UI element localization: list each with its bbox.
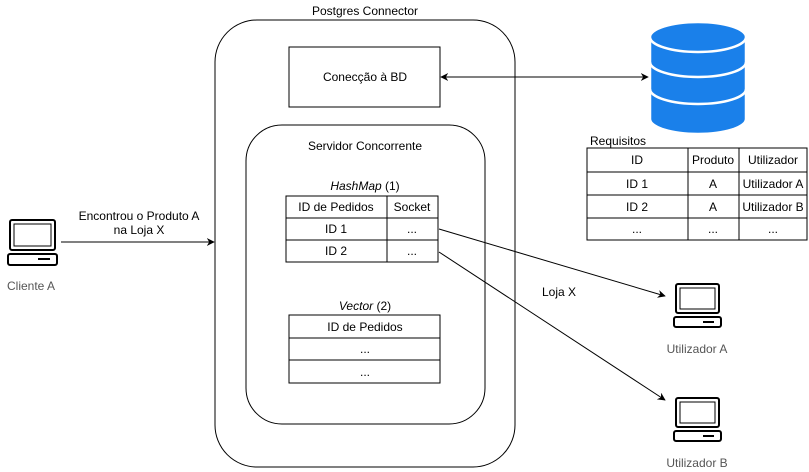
hashmap-row-id: ID 1 (325, 222, 347, 236)
vector-row: ... (360, 342, 370, 356)
utilizador-a-computer-icon (673, 283, 722, 328)
db-connection-box (288, 46, 441, 108)
connector-title: Postgres Connector (312, 4, 418, 18)
vector-row: ... (360, 365, 370, 379)
requisitos-cell-produto: ... (708, 222, 718, 236)
client-computer-icon (7, 219, 58, 266)
client-message-line1: Encontrou o Produto A (79, 209, 200, 223)
requisitos-cell-utilizador: Utilizador A (743, 177, 804, 191)
requisitos-cell-utilizador: ... (768, 222, 778, 236)
store-label: Loja X (542, 285, 576, 299)
socket-arrow-utilizador-a (438, 228, 666, 298)
requisitos-cell-produto: A (709, 200, 717, 214)
requisitos-cell (738, 217, 808, 241)
hashmap-row-socket: ... (407, 244, 417, 258)
server-title: Servidor Concorrente (308, 139, 422, 153)
utilizador-a-label: Utilizador A (667, 342, 728, 356)
hashmap-row-socket: ... (407, 222, 417, 236)
hashmap-header-socket: Socket (394, 200, 431, 214)
vector-table (288, 314, 441, 384)
utilizador-b-label: Utilizador B (666, 456, 727, 470)
requisitos-cell-id: ID 1 (626, 177, 648, 191)
hashmap-cell (386, 239, 439, 263)
requisitos-cell-produto: A (709, 177, 717, 191)
vector-title: Vector (2) (339, 299, 391, 313)
client-message-line2: na Loja X (114, 223, 165, 237)
requisitos-cell (738, 147, 808, 173)
vector-cell (288, 359, 441, 384)
requisitos-cell-utilizador: Utilizador B (742, 200, 803, 214)
hashmap-title: HashMap (1) (330, 179, 399, 193)
requisitos-header-id: ID (631, 153, 643, 167)
requisitos-header-produto: Produto (692, 153, 734, 167)
socket-arrow-utilizador-b (438, 251, 666, 401)
requisitos-title: Requisitos (590, 134, 646, 148)
client-label: Cliente A (7, 279, 55, 293)
requisitos-table (586, 147, 808, 241)
database-icon (648, 20, 748, 136)
vector-header: ID de Pedidos (327, 320, 402, 334)
db-connection-label: Conecção à BD (323, 70, 407, 84)
hashmap-row-id: ID 2 (325, 244, 347, 258)
hashmap-table (285, 195, 439, 263)
requisitos-cell-id: ID 2 (626, 200, 648, 214)
requisitos-cell (586, 147, 689, 173)
utilizador-b-computer-icon (673, 397, 722, 442)
requisitos-header-utilizador: Utilizador (748, 153, 798, 167)
hashmap-header-id: ID de Pedidos (298, 200, 373, 214)
requisitos-cell-id: ... (632, 222, 642, 236)
